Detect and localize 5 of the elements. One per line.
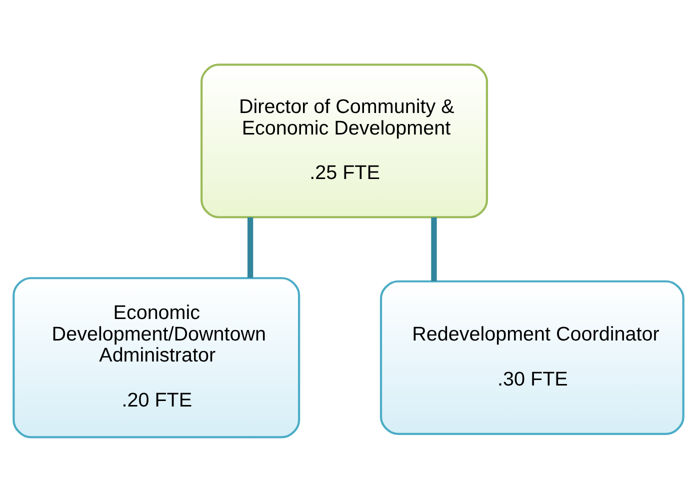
connector (431, 217, 437, 282)
node-box: Economic Development/Downtown Administrator .20 FTE (12, 277, 300, 438)
node-box: Director of Community & Economic Development .25 FTE (200, 64, 488, 218)
node-box: Redevelopment Coordinator .30 FTE (380, 280, 684, 436)
connector (247, 217, 254, 278)
